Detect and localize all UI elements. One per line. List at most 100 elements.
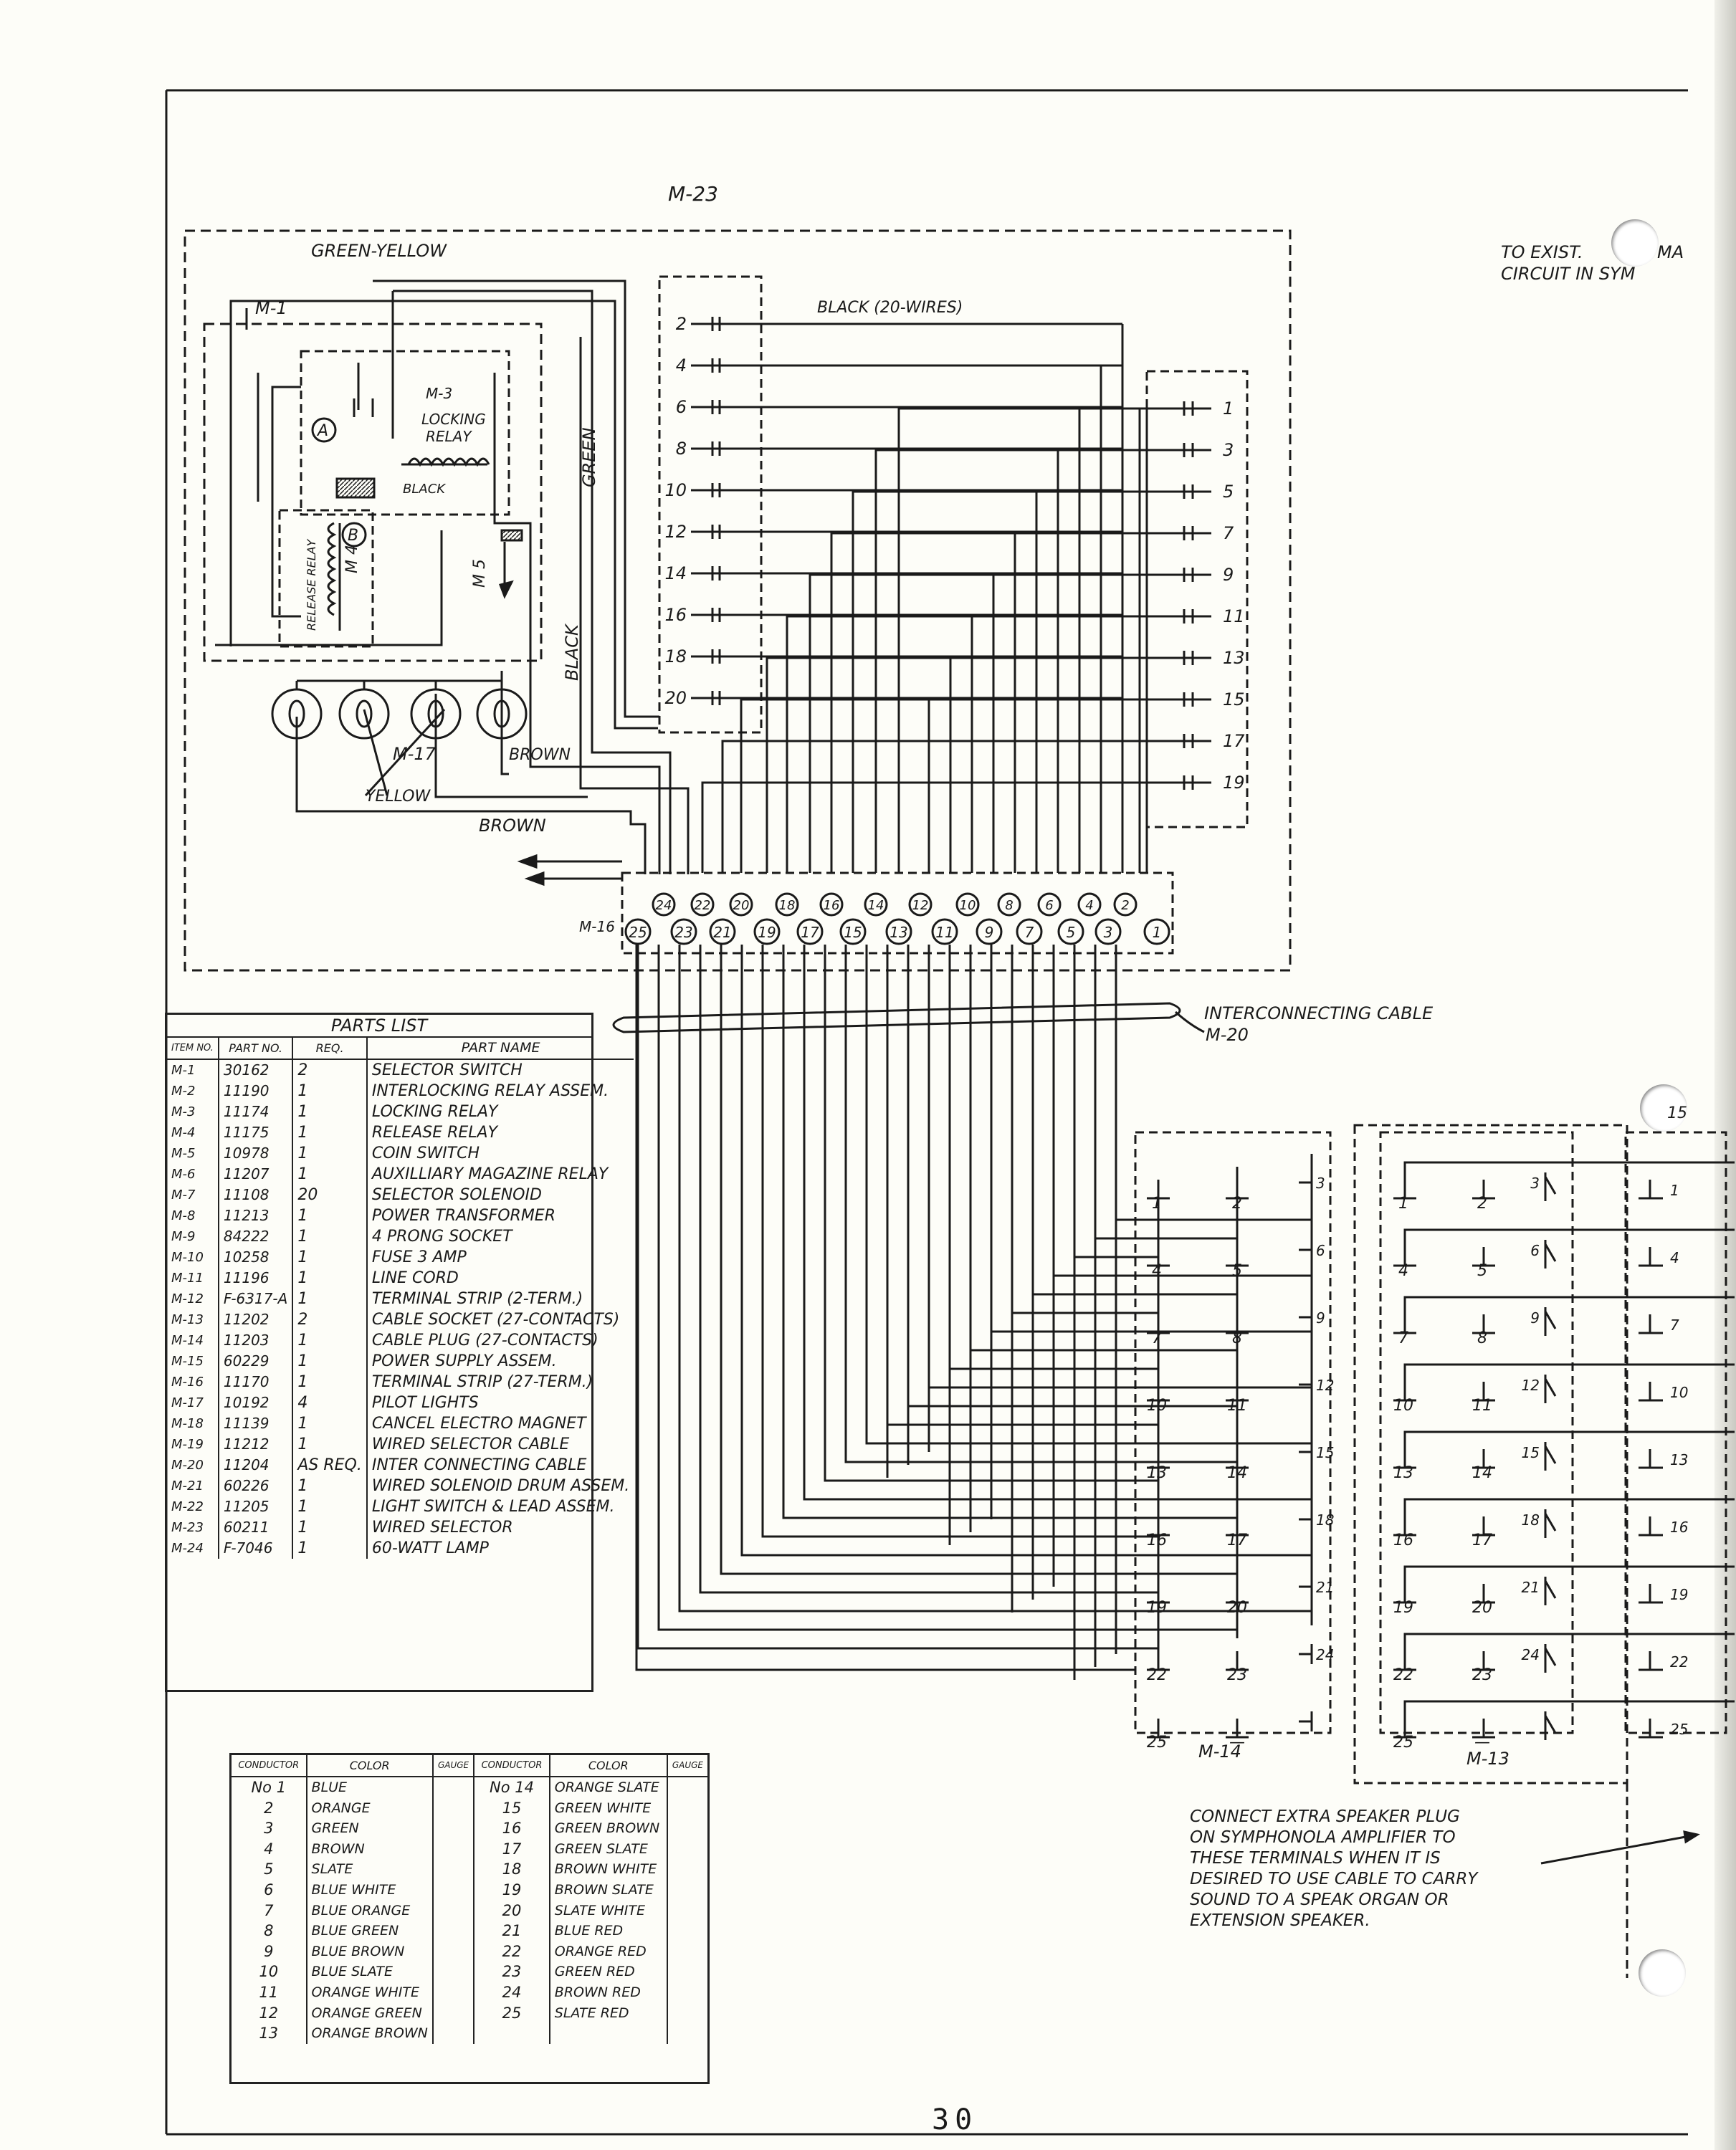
plug-m13-pin <box>1544 1442 1557 1471</box>
conductor-color: GREEN RED <box>548 1962 667 1982</box>
parts-part-no: 11139 <box>217 1413 293 1434</box>
parts-list-title: PARTS LIST <box>167 1015 591 1038</box>
cond-header-gauge-1: GAUGE <box>431 1755 474 1777</box>
conductor-no: 12 <box>259 2004 279 2022</box>
cable-fan-wire-25 <box>635 945 1135 1671</box>
parts-req: 2 <box>292 1059 367 1081</box>
plug-m14-terminal-label: 21 <box>1316 1579 1334 1596</box>
plug-m14-terminal-label: 17 <box>1227 1532 1247 1549</box>
plug-m13-terminal-label: 7 <box>1398 1329 1408 1347</box>
parts-req: 1 <box>292 1102 367 1122</box>
strip-bottom-terminal-label: 15 <box>844 924 862 941</box>
conductor-gauge <box>666 1962 707 1982</box>
cond-header-gauge-2: GAUGE <box>666 1755 707 1777</box>
strip-top-terminal-label: 8 <box>1005 898 1013 913</box>
note-line-6: EXTENSION SPEAKER. <box>1190 1911 1370 1930</box>
parts-name: TERMINAL STRIP (27-TERM.) <box>366 1372 634 1392</box>
conductor-no: 23 <box>473 1962 550 1982</box>
parts-part-no: F-7046 <box>217 1538 293 1559</box>
plug-m14-terminal-label: 15 <box>1316 1444 1334 1461</box>
parts-item: M-23 <box>171 1520 204 1535</box>
circle-b-label: B <box>348 527 358 545</box>
note-line-2: ON SYMPHONOLA AMPLIFIER TO <box>1190 1828 1456 1847</box>
parts-name: FUSE 3 AMP <box>366 1247 634 1268</box>
parts-header-part-name: PART NAME <box>366 1038 634 1060</box>
plug-m13-terminal-label: 3 <box>1530 1175 1540 1192</box>
conductor-color: BROWN SLATE <box>548 1879 667 1901</box>
strip-bottom-terminal-label: 21 <box>713 924 731 941</box>
plug-m13-terminal-label: 5 <box>1477 1262 1487 1280</box>
plug-m13-pin <box>1393 1449 1416 1469</box>
plug-m14-terminal-label: 4 <box>1152 1262 1162 1280</box>
plug-m13-terminal-label: 17 <box>1472 1532 1492 1549</box>
parts-req: 1 <box>292 1538 367 1559</box>
selector-right-terminal-label: 7 <box>1223 523 1234 543</box>
parts-req: 1 <box>292 1434 367 1455</box>
conductor-color: BLUE ORANGE <box>305 1900 433 1921</box>
strip-top-terminal <box>690 892 715 917</box>
selector-right-contact <box>1183 443 1194 457</box>
partial-terminal-label: 4 <box>1670 1249 1679 1266</box>
selector-left-terminal-label: 2 <box>676 314 687 334</box>
selector-left-terminal-label: 12 <box>664 522 687 542</box>
plug-m13-bus-wire <box>1403 1498 1735 1516</box>
strip-bottom-terminal-label: 17 <box>801 924 819 941</box>
plug-m13-pin <box>1472 1314 1495 1334</box>
plug-m13-terminal-label: 1 <box>1398 1195 1408 1213</box>
plug-m14-pin <box>1299 1509 1313 1529</box>
conductor-no: 20 <box>473 1900 550 1921</box>
plug-m14-terminal-label: 23 <box>1227 1666 1247 1684</box>
plug-m13-pin <box>1472 1247 1495 1267</box>
green-yellow-label: GREEN-YELLOW <box>311 241 447 261</box>
binder-hole-middle <box>1640 1084 1687 1132</box>
cond-header-color-1: COLOR <box>305 1755 433 1777</box>
parts-req: 1 <box>292 1476 367 1496</box>
plug-m14-terminal-label: 18 <box>1316 1511 1334 1529</box>
conductor-gauge <box>431 1900 474 1921</box>
parts-name: LINE CORD <box>366 1268 634 1289</box>
plug-m13-pin <box>1393 1247 1416 1267</box>
partial-terminal-label: 7 <box>1670 1317 1679 1334</box>
strip-bottom-terminal-label: 5 <box>1067 924 1076 941</box>
selector-left-contact <box>711 525 721 539</box>
plug-m14-terminal-label: 1 <box>1152 1195 1162 1213</box>
conductor-no: 9 <box>264 1942 274 1960</box>
selector-right-terminal-label: 13 <box>1223 648 1245 668</box>
plug-m13-terminal-label: 21 <box>1522 1579 1540 1596</box>
cable-fan-wire <box>636 945 1160 1650</box>
cond-header-conductor-2: CONDUCTOR <box>473 1755 550 1777</box>
plug-m13-pin <box>1472 1584 1495 1604</box>
plug-m14-pin <box>1226 1651 1249 1671</box>
plug-m14-terminal-label: 9 <box>1316 1309 1325 1327</box>
strip-top-terminal <box>1077 892 1102 917</box>
conductor-gauge <box>431 1982 474 2003</box>
conductor-no: 10 <box>259 1963 279 1981</box>
parts-req: 2 <box>292 1309 367 1330</box>
parts-name: PILOT LIGHTS <box>366 1392 634 1413</box>
m17-label: M-17 <box>393 744 437 764</box>
partial-terminal-label: 25 <box>1670 1721 1688 1738</box>
strip-top-terminal <box>908 892 933 917</box>
circle-a-label: A <box>316 422 328 440</box>
parts-name: CABLE PLUG (27-CONTACTS) <box>366 1330 634 1351</box>
parts-part-no: 10978 <box>217 1143 293 1164</box>
strip-bottom-terminal-label: 7 <box>1025 924 1034 941</box>
plug-m13-bus-wire <box>1403 1633 1735 1651</box>
green-label: GREEN <box>579 427 599 487</box>
plug-m13-pin <box>1544 1375 1557 1403</box>
plug-m14-pin <box>1299 1644 1313 1664</box>
strip-bottom-terminal-label: 19 <box>758 924 776 941</box>
parts-item: M-13 <box>171 1312 204 1327</box>
plug-m13-pin <box>1544 1307 1557 1336</box>
parts-req: 1 <box>292 1496 367 1517</box>
